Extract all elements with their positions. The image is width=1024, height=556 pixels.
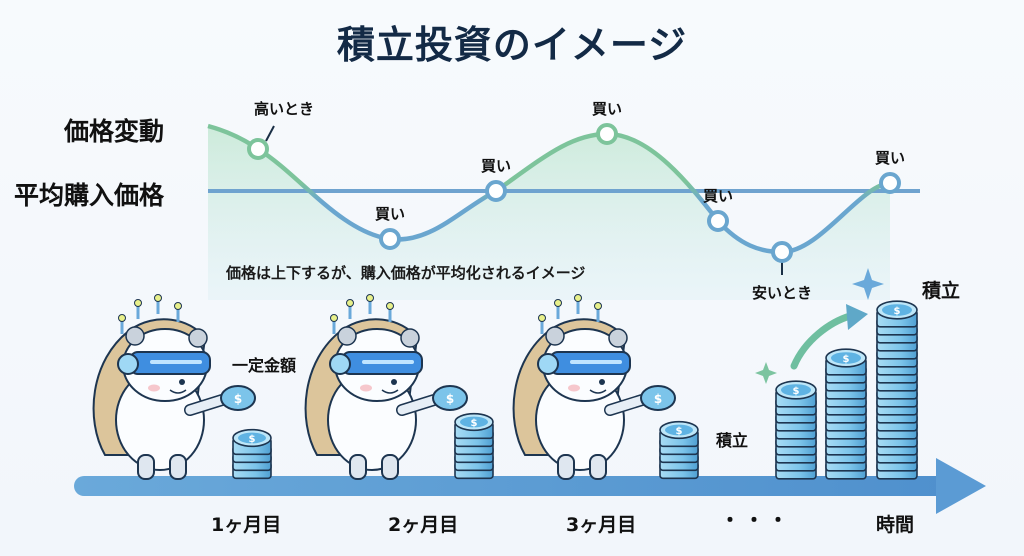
- price-point-label: 買い: [875, 149, 905, 167]
- hedgehog-mascot: $: [512, 294, 676, 480]
- sparkle-icon: [755, 362, 777, 384]
- growth-arrow-head: [846, 304, 868, 330]
- price-point-label: 買い: [481, 157, 511, 175]
- price-point: [247, 138, 269, 160]
- price-change-label: 価格変動: [64, 117, 165, 146]
- month-label: 2ヶ月目: [388, 514, 459, 536]
- dollar-coin-icon: [640, 385, 676, 411]
- growth-coin-stack: $: [825, 348, 867, 480]
- fixed-amount-label: 一定金額: [232, 356, 297, 375]
- page-title: 積立投資のイメージ: [336, 23, 688, 67]
- high-pointer: [265, 125, 275, 142]
- time-axis-label: 時間: [876, 514, 915, 536]
- dollar-coin-icon: [460, 416, 488, 428]
- svg-text:$: $: [676, 426, 683, 437]
- price-area: [208, 126, 890, 300]
- dollar-coin-icon: [220, 385, 256, 411]
- price-point: [771, 241, 793, 263]
- dollar-coin-icon: [665, 424, 693, 436]
- accumulate-label: 積立: [716, 431, 749, 450]
- coin-stack: $: [659, 420, 699, 480]
- coin-stack: $: [454, 412, 494, 480]
- hedgehog-mascot: $: [304, 294, 468, 480]
- coin-stack: $: [232, 428, 272, 480]
- price-point-label: 買い: [375, 205, 405, 223]
- dollar-coin-icon: [238, 432, 266, 444]
- growth-coin-stack: $: [775, 380, 817, 480]
- svg-text:$: $: [446, 392, 454, 406]
- month-label: 1ヶ月目: [211, 514, 282, 536]
- ellipsis: ・・・: [720, 508, 792, 532]
- sparkle-icon: [852, 268, 884, 300]
- price-point: [879, 172, 901, 194]
- price-point: [707, 210, 729, 232]
- price-point: [379, 228, 401, 250]
- price-point-label: 安いとき: [752, 284, 812, 302]
- dollar-coin-icon: [432, 385, 468, 411]
- growth-coin-stack: $: [876, 300, 918, 480]
- svg-text:$: $: [654, 392, 662, 406]
- svg-text:$: $: [471, 418, 478, 429]
- price-point-label: 買い: [703, 187, 733, 205]
- timeline-arrow: [74, 458, 986, 514]
- growth-arrow: [790, 312, 854, 370]
- svg-text:$: $: [793, 386, 800, 397]
- price-point: [596, 123, 618, 145]
- price-point-label: 買い: [592, 100, 622, 118]
- price-point: [485, 180, 507, 202]
- dollar-coin-icon: [781, 384, 811, 396]
- month-label: 3ヶ月目: [566, 514, 637, 536]
- hedgehog-mascot: $: [92, 294, 256, 480]
- svg-text:$: $: [894, 306, 901, 317]
- svg-text:$: $: [234, 392, 242, 406]
- dollar-coin-icon: [882, 304, 912, 316]
- dollar-coin-icon: [831, 352, 861, 364]
- accumulate-top-label: 積立: [922, 280, 961, 302]
- caption: 価格は上下するが、購入価格が平均化されるイメージ: [226, 264, 586, 282]
- price-point-label: 高いとき: [254, 100, 314, 118]
- average-price-label: 平均購入価格: [14, 181, 165, 210]
- svg-text:$: $: [843, 354, 850, 365]
- svg-text:$: $: [249, 434, 256, 445]
